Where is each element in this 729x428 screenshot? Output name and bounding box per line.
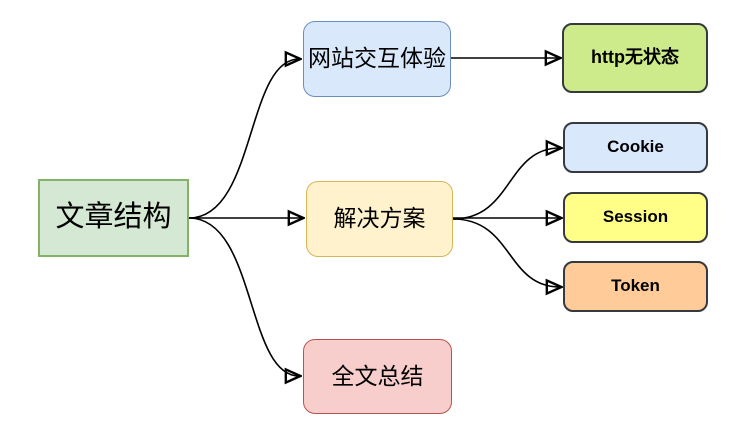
node-full-summary-label: 全文总结 <box>331 362 424 389</box>
node-cookie-label: Cookie <box>607 137 664 157</box>
node-article-structure: 文章结构 <box>38 179 189 257</box>
node-http-stateless: http无状态 <box>562 23 708 93</box>
edge-solutions-to-token <box>452 218 560 287</box>
node-solutions-label: 解决方案 <box>333 205 426 232</box>
node-article-structure-label: 文章结构 <box>55 201 172 234</box>
node-website-interaction-label: 网站交互体验 <box>308 45 446 72</box>
node-website-interaction: 网站交互体验 <box>303 21 451 97</box>
edge-root-to-summary <box>188 217 299 376</box>
node-token-label: Token <box>611 276 660 296</box>
edge-root-to-web-interaction <box>188 59 299 219</box>
node-solutions: 解决方案 <box>306 181 453 257</box>
node-cookie: Cookie <box>563 122 708 173</box>
node-session: Session <box>563 192 708 243</box>
edge-solutions-to-cookie <box>452 148 560 220</box>
node-session-label: Session <box>602 207 669 227</box>
node-http-stateless-label: http无状态 <box>591 47 679 68</box>
node-token: Token <box>563 261 708 312</box>
node-full-summary: 全文总结 <box>303 339 452 414</box>
